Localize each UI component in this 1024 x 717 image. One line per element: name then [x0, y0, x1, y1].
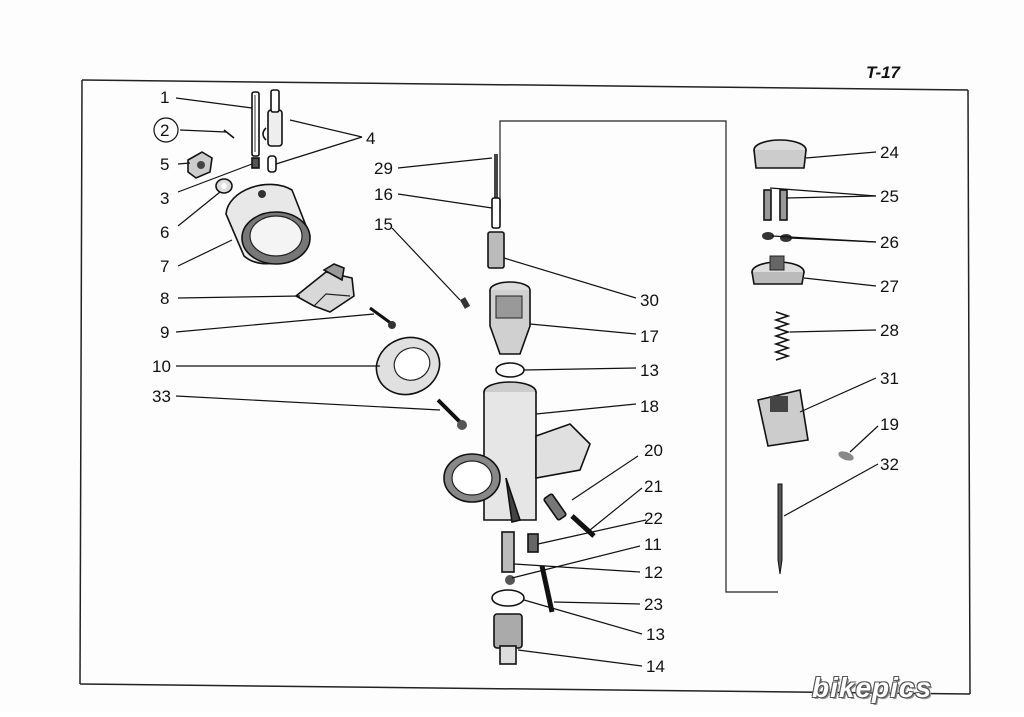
group-outline-main: [499, 120, 778, 593]
part-20-spring: [543, 493, 567, 521]
part-19-clip: [838, 451, 854, 461]
callout-33: 33: [152, 387, 171, 406]
callout-5: 5: [160, 155, 169, 174]
part-24-cap: [753, 139, 807, 169]
callout-24: 24: [880, 143, 899, 162]
part-13-oring-bottom: [491, 589, 525, 607]
callout-16: 16: [374, 185, 393, 204]
callout-labels: 1 2 3 4 5 6 7 8 9 10 33 29 16 15 30 17 1…: [152, 88, 899, 676]
callout-18: 18: [640, 397, 659, 416]
callout-31: 31: [880, 369, 899, 388]
part-12-nut: [505, 575, 515, 585]
callout-17: 17: [640, 327, 659, 346]
part-10-gasket: [375, 336, 441, 396]
part-29-needle: [494, 154, 498, 198]
callout-6: 6: [160, 223, 169, 242]
part-2-pin: [223, 129, 235, 139]
callout-23: 23: [644, 595, 663, 614]
part-5-nut: [187, 151, 213, 179]
part-16-spring: [491, 197, 501, 229]
frame: [79, 79, 971, 695]
callout-19: 19: [880, 415, 899, 434]
callout-13-top: 13: [640, 361, 659, 380]
leader-lines: [175, 97, 879, 667]
callout-11: 11: [644, 535, 662, 554]
callout-4: 4: [366, 129, 375, 148]
part-31-slide: [757, 389, 809, 447]
callout-27: 27: [880, 277, 899, 296]
part-15-pin: [459, 297, 471, 309]
callout-25: 25: [880, 187, 899, 206]
callout-32: 32: [880, 455, 899, 474]
part-14-plug: [493, 613, 523, 665]
sheet-reference: T-17: [866, 63, 901, 82]
part-4-fittings: [262, 89, 283, 173]
part-28-spring: [773, 311, 791, 361]
part-6-washer: [215, 178, 233, 194]
part-11-jet: [501, 531, 515, 573]
part-23-screw: [539, 565, 555, 613]
callout-1: 1: [160, 88, 169, 107]
part-8-slide: [294, 263, 355, 313]
part-18-body: [443, 381, 591, 523]
part-30-tube: [487, 231, 505, 269]
callout-28: 28: [880, 321, 899, 340]
part-9-screw: [369, 306, 396, 329]
part-32-needle: [777, 483, 783, 575]
part-1-rod: [251, 91, 260, 157]
callout-12: 12: [644, 563, 663, 582]
part-26-washers: [762, 232, 792, 242]
callout-9: 9: [160, 323, 169, 342]
part-3-spring: [251, 157, 260, 169]
part-13-oring-top: [495, 362, 525, 378]
callout-30: 30: [640, 291, 659, 310]
part-21-screw: [570, 514, 596, 538]
part-22-spring: [527, 533, 539, 553]
callout-8: 8: [160, 289, 169, 308]
part-25-screws: [763, 189, 788, 221]
callout-7: 7: [160, 257, 169, 276]
callout-10: 10: [152, 357, 171, 376]
callout-14: 14: [646, 657, 665, 676]
part-7-cylinder: [225, 183, 311, 265]
part-17-piston: [489, 281, 531, 355]
callout-29: 29: [374, 159, 393, 178]
callout-26: 26: [880, 233, 899, 252]
callout-22: 22: [644, 509, 663, 528]
callout-2-circle: [153, 117, 179, 143]
watermark-logo: bikepics: [812, 672, 933, 703]
callout-21: 21: [644, 477, 663, 496]
callout-2: 2: [160, 121, 169, 140]
callout-13-bottom: 13: [646, 625, 665, 644]
part-27-cover: [751, 255, 805, 285]
part-33-bolt: [436, 398, 467, 430]
callout-15: 15: [374, 215, 393, 234]
callout-3: 3: [160, 189, 169, 208]
callout-20: 20: [644, 441, 663, 460]
